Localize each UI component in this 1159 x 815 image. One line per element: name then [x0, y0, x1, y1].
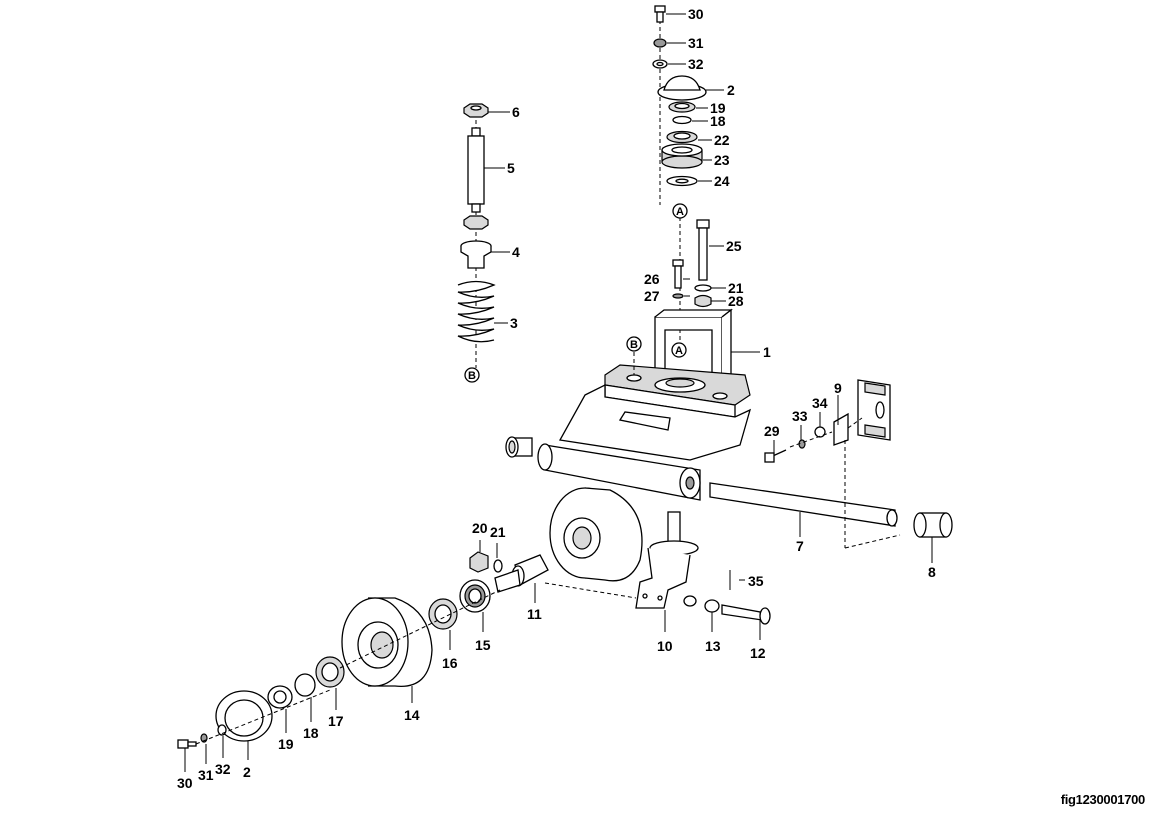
callout-labels: 30 31 32 2 19 18 22 23 24 25 21 28 26 27… [177, 6, 936, 791]
callout-33: 33 [792, 408, 808, 424]
frame-housing [537, 308, 760, 501]
top-cap-assembly [652, 5, 707, 345]
callout-18-bottom: 18 [303, 725, 319, 741]
callout-10: 10 [657, 638, 673, 654]
callout-2-top: 2 [727, 82, 735, 98]
callout-7: 7 [796, 538, 804, 554]
right-bushing [913, 512, 953, 563]
callout-30-bottom: 30 [177, 775, 193, 791]
marker-b-upper: B [626, 336, 642, 375]
marker-a-lower: A [671, 342, 687, 358]
callout-13: 13 [705, 638, 721, 654]
spring-stack [457, 103, 510, 368]
callout-6: 6 [512, 104, 520, 120]
callout-20: 20 [472, 520, 488, 536]
top-leaders [666, 13, 724, 182]
clip-bracket [764, 379, 901, 549]
callout-31-bottom: 31 [198, 767, 214, 783]
callout-21-bottom: 21 [490, 524, 506, 540]
callout-17: 17 [328, 713, 344, 729]
bolts-25-26 [672, 219, 726, 308]
callout-21-top: 21 [728, 280, 744, 296]
callout-22: 22 [714, 132, 730, 148]
svg-text:B: B [468, 370, 476, 382]
svg-text:A: A [675, 345, 683, 357]
callout-27: 27 [644, 288, 660, 304]
callout-16: 16 [442, 655, 458, 671]
callout-26: 26 [644, 271, 660, 287]
callout-15: 15 [475, 637, 491, 653]
left-bushing [505, 436, 533, 458]
callout-19-top: 19 [710, 100, 726, 116]
callout-11: 11 [527, 606, 542, 622]
callout-30-top: 30 [688, 6, 704, 22]
callout-2-bottom: 2 [243, 764, 251, 780]
marker-a-upper: A [672, 203, 688, 219]
callout-12: 12 [750, 645, 766, 661]
callout-18-top: 18 [710, 113, 726, 129]
callout-25: 25 [726, 238, 742, 254]
figure-code: fig1230001700 [1060, 792, 1146, 807]
callout-28: 28 [728, 293, 744, 309]
callout-32-bottom: 32 [215, 761, 231, 777]
callout-1: 1 [763, 344, 771, 360]
marker-b-lower: B [464, 367, 480, 383]
callout-24: 24 [714, 173, 730, 189]
callout-9: 9 [834, 380, 842, 396]
callout-5: 5 [507, 160, 515, 176]
wheel-fork-assembly [177, 487, 771, 772]
callout-3: 3 [510, 315, 518, 331]
callout-31-top: 31 [688, 35, 704, 51]
callout-29: 29 [764, 423, 780, 439]
callout-34: 34 [812, 395, 828, 411]
svg-text:B: B [630, 339, 638, 351]
callout-32-top: 32 [688, 56, 704, 72]
callout-35: 35 [748, 573, 764, 589]
axle [709, 482, 898, 537]
svg-text:A: A [676, 206, 684, 218]
callout-23: 23 [714, 152, 730, 168]
callout-19-bottom: 19 [278, 736, 294, 752]
callout-8: 8 [928, 564, 936, 580]
callout-14: 14 [404, 707, 420, 723]
callout-4: 4 [512, 244, 520, 260]
